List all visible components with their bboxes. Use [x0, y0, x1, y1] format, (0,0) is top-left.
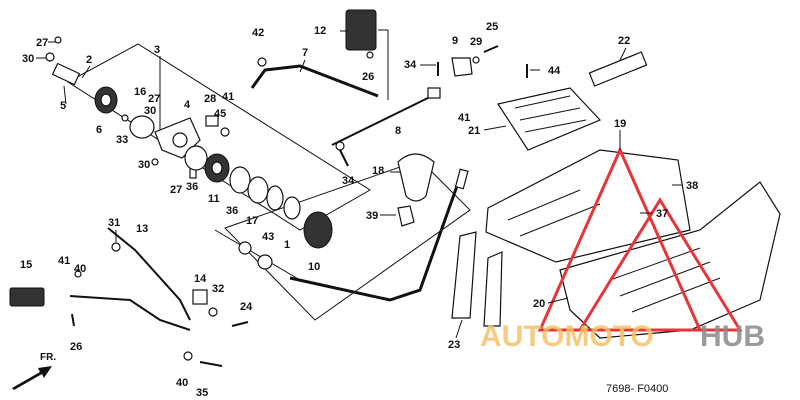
callout-label: 41 — [458, 112, 470, 124]
callout-label: 22 — [618, 35, 630, 47]
leader-lines — [36, 30, 682, 339]
callout-label: 31 — [108, 217, 120, 229]
callout-label: 26 — [362, 71, 374, 83]
watermark: AUTOMOTO HUB — [480, 146, 765, 353]
callout-label: 1 — [284, 239, 290, 251]
watermark-text-secondary: HUB — [700, 320, 765, 353]
callout-label: 43 — [262, 231, 274, 243]
callout-label: 23 — [448, 339, 460, 351]
callout-label: 4 — [184, 99, 191, 111]
shift-rod-frame — [224, 159, 471, 321]
callout-label: 2 — [86, 54, 92, 66]
callout-label: 16 — [134, 86, 146, 98]
callout-label: 30 — [22, 53, 34, 65]
brake-pedal — [9, 227, 249, 367]
callout-label: 40 — [74, 263, 86, 275]
callout-label: 28 — [204, 93, 216, 105]
callout-label: 10 — [308, 261, 320, 273]
callout-label: 9 — [452, 35, 458, 47]
callout-label: 21 — [468, 125, 480, 137]
front-direction-label: FR. — [40, 352, 56, 363]
callout-label: 18 — [372, 165, 384, 177]
callout-label: 27 — [36, 37, 48, 49]
upper-bracket-parts — [250, 9, 528, 167]
diagram-code: 7698- F0400 — [606, 383, 668, 395]
callout-label: 15 — [20, 259, 32, 271]
footrest-parts — [497, 51, 648, 151]
callout-label: 19 — [614, 118, 626, 130]
callout-label: 17 — [246, 215, 258, 227]
shift-rod — [214, 168, 469, 302]
callout-label: 3 — [154, 44, 160, 56]
callout-label: 34 — [404, 59, 417, 71]
callout-label: 7 — [302, 47, 308, 59]
callout-label: 6 — [96, 124, 102, 136]
callout-label: 37 — [656, 208, 668, 220]
callout-label: 25 — [486, 21, 498, 33]
callout-label: 42 — [252, 27, 264, 39]
callout-label: 27 — [148, 93, 160, 105]
callout-label: 45 — [214, 108, 226, 120]
callout-label: 38 — [686, 180, 698, 192]
callout-label: 30 — [138, 159, 150, 171]
callout-label: 11 — [208, 193, 220, 205]
callout-label: 5 — [60, 100, 66, 112]
callout-label: 36 — [226, 205, 238, 217]
callout-label: 26 — [70, 341, 82, 353]
callout-label: 41 — [58, 255, 70, 267]
callout-label: 35 — [196, 387, 208, 399]
callout-label: 14 — [194, 273, 207, 285]
shift-shaft-parts — [45, 36, 333, 249]
callout-label: 36 — [186, 181, 198, 193]
side-strips — [451, 231, 503, 327]
watermark-text-primary: AUTOMOTO — [480, 320, 654, 353]
callouts: 27 30 2 5 3 6 16 27 30 4 33 28 45 42 12 … — [20, 21, 698, 399]
callout-label: 8 — [395, 125, 401, 137]
callout-label: 32 — [212, 283, 224, 295]
callout-label: 30 — [144, 105, 156, 117]
callout-label: 27 — [170, 184, 182, 196]
callout-label: 44 — [548, 65, 561, 77]
callout-label: 40 — [176, 377, 188, 389]
callout-label: 29 — [470, 36, 482, 48]
callout-label: 24 — [240, 301, 253, 313]
callout-label: 33 — [116, 134, 128, 146]
callout-label: 39 — [366, 210, 378, 222]
callout-label: 12 — [314, 25, 326, 37]
callout-label: 41 — [222, 91, 234, 103]
callout-label: 13 — [136, 223, 148, 235]
callout-label: 34 — [342, 175, 355, 187]
shift-knob — [397, 153, 435, 227]
callout-label: 20 — [533, 298, 545, 310]
front-direction-indicator: FR. — [12, 352, 56, 390]
